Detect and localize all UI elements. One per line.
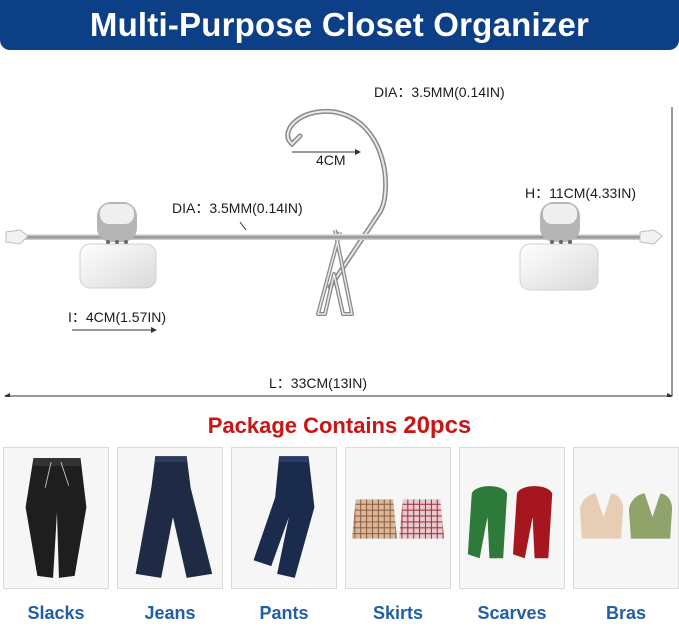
title-banner: Multi-Purpose Closet Organizer — [0, 0, 679, 50]
slacks-icon — [4, 448, 108, 588]
product-label-jeans: Jeans — [144, 603, 196, 623]
page-title: Multi-Purpose Closet Organizer — [89, 6, 590, 43]
package-title: Package Contains — [207, 413, 398, 438]
right-end-cap — [639, 229, 663, 245]
product-card-scarves — [459, 447, 565, 589]
pants-icon — [232, 448, 336, 588]
scarves-icon — [460, 448, 564, 588]
product-card-skirts — [345, 447, 451, 589]
left-end-cap — [5, 229, 29, 245]
bras-icon — [574, 448, 678, 588]
product-card-slacks — [3, 447, 109, 589]
hook-diameter-label: DIA：3.5MM(0.14IN) — [374, 84, 505, 100]
hanger-bar — [22, 234, 644, 240]
hanger-illustration — [4, 107, 673, 399]
product-card-jeans — [117, 447, 223, 589]
length-label: L：33CM(13IN) — [269, 375, 368, 391]
height-label: H：11CM(4.33IN) — [525, 185, 636, 201]
product-label-bras: Bras — [605, 603, 647, 623]
product-card-pants — [231, 447, 337, 589]
product-grid: Slacks Jeans Pants Skirts Scarves Bras — [3, 447, 679, 627]
bar-diameter-pointer — [239, 221, 247, 231]
product-label-slacks: Slacks — [27, 603, 85, 623]
package-count: 20pcs — [403, 412, 472, 439]
hanger-diagram: DIA：3.5MM(0.14IN) 4CM DIA：3.5MM(0.14IN) … — [0, 52, 679, 399]
clip-width-label: I：4CM(1.57IN) — [68, 309, 167, 325]
right-clip — [519, 202, 599, 291]
skirts-icon — [346, 448, 450, 588]
left-clip — [79, 202, 157, 289]
product-card-bras — [573, 447, 679, 589]
bar-diameter-label: DIA：3.5MM(0.14IN) — [172, 200, 303, 216]
hanger-hook — [285, 108, 389, 316]
product-label-skirts: Skirts — [372, 603, 424, 623]
jeans-icon — [118, 448, 222, 588]
product-label-scarves: Scarves — [477, 603, 547, 623]
hook-width-label: 4CM — [316, 152, 346, 168]
product-label-pants: Pants — [259, 603, 309, 623]
